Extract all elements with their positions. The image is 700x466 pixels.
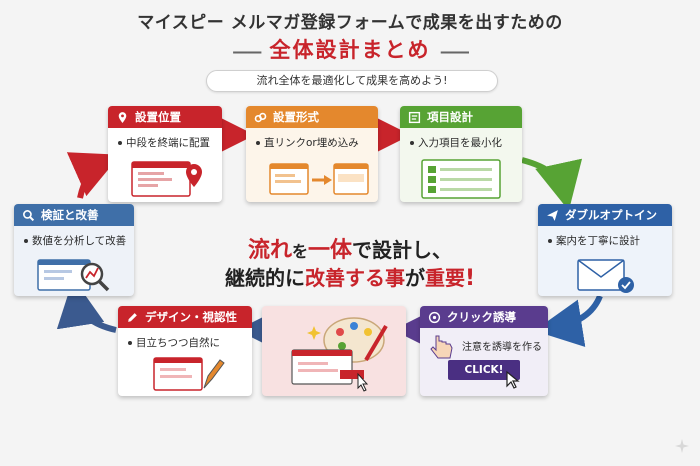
pencil-icon xyxy=(128,312,137,322)
center-continuous: 継続的に xyxy=(224,266,305,290)
step-header: 設置形式 xyxy=(246,106,378,128)
center-design: で設計し、 xyxy=(352,238,453,262)
step-detail-line: 中段を終端に配置 xyxy=(108,128,222,150)
subtitle-text: 流れ全体を最適化して成果を高めよう! xyxy=(256,74,448,87)
send-icon xyxy=(547,209,558,221)
step-title: デザイン・視認性 xyxy=(145,310,237,324)
step-title: 設置位置 xyxy=(135,110,181,124)
click-button: CLICK! xyxy=(448,360,520,380)
center-message-line1: 流れを一体で設計し、 xyxy=(0,232,700,264)
step-detail: 入力項目を最小化 xyxy=(418,137,502,149)
step-detail-line: 直リンクor埋め込み xyxy=(246,128,378,150)
arrow-8-1 xyxy=(66,152,121,199)
step-title: 項目設計 xyxy=(427,110,473,124)
step-title: 設置形式 xyxy=(273,110,319,124)
step-header: ダブルオプトイン xyxy=(538,204,672,226)
analytics-illustration xyxy=(37,259,110,292)
step-detail: 案内を丁寧に設計 xyxy=(556,235,640,247)
step-detail: 直リンクor埋め込み xyxy=(264,137,359,149)
step-detail: 数値を分析して改善 xyxy=(32,235,127,247)
paint-palette-icon xyxy=(291,317,388,392)
step-detail-line: 入力項目を最小化 xyxy=(400,128,522,150)
magnifier-icon xyxy=(23,209,35,221)
doc-pencil-illustration xyxy=(153,357,225,391)
checklist-illustration xyxy=(421,159,501,199)
link-icon xyxy=(254,112,267,122)
center-message-line2: 継続的に改善する事が重要! xyxy=(0,262,700,291)
center-important: 重要 xyxy=(424,266,465,290)
arrow-4-5 xyxy=(534,294,603,348)
step-title: ダブルオプトイン xyxy=(565,208,657,222)
center-bang: ! xyxy=(464,266,476,291)
center-improve: 改善する事 xyxy=(304,266,405,290)
step-header: 設置位置 xyxy=(108,106,222,128)
step-card-improve: 検証と改善 数値を分析して改善 xyxy=(14,204,134,296)
step-card-design-visual xyxy=(262,306,406,396)
step-card-fields: 項目設計 入力項目を最小化 xyxy=(400,106,522,202)
step-title: 検証と改善 xyxy=(41,208,99,222)
subtitle-pill: 流れ全体を最適化して成果を高めよう! xyxy=(206,70,498,92)
step-card-click: クリック誘導 注意を誘導を作る xyxy=(420,306,548,396)
step-card-visibility: デザイン・視認性 目立ちつつ自然に xyxy=(118,306,252,396)
cursor-icon xyxy=(506,370,520,389)
click-icon xyxy=(428,311,441,323)
form-icon xyxy=(408,111,421,123)
title-right-rule: —— xyxy=(439,42,470,61)
browser-map-illustration xyxy=(131,161,202,197)
step-detail-line: 数値を分析して改善 xyxy=(14,226,134,248)
title-line1: マイスピー メルマガ登録フォームで成果を出すための xyxy=(137,13,563,33)
step-detail-line: 注意を誘導を作る xyxy=(420,328,548,353)
title-main: 全体設計まとめ xyxy=(269,38,431,62)
hand-pointer-icon xyxy=(430,335,453,359)
sparkle-icon xyxy=(675,439,689,453)
step-detail: 目立ちつつ自然に xyxy=(136,337,220,349)
step-header: 検証と改善 xyxy=(14,204,134,226)
step-header: クリック誘導 xyxy=(420,306,548,328)
step-detail-line: 目立ちつつ自然に xyxy=(118,328,252,350)
center-o: を xyxy=(291,242,308,261)
embed-illustration xyxy=(269,163,369,195)
step-detail: 注意を誘導を作る xyxy=(462,342,542,353)
center-ittai: 一体 xyxy=(308,238,353,263)
map-pin-icon xyxy=(118,111,127,123)
step-card-format: 設置形式 直リンクor埋め込み xyxy=(246,106,378,202)
envelope-illustration xyxy=(577,259,634,293)
step-header: 項目設計 xyxy=(400,106,522,128)
arrow-7-8 xyxy=(56,278,117,333)
step-card-double-optin: ダブルオプトイン 案内を丁寧に設計 xyxy=(538,204,672,296)
arrow-3-4 xyxy=(521,157,583,211)
step-card-placement: 設置位置 中段を終端に配置 xyxy=(108,106,222,202)
step-detail: 中段を終端に配置 xyxy=(126,137,210,149)
title-left-rule: —— xyxy=(232,42,262,61)
title-line2: —— 全体設計まとめ —— xyxy=(0,34,700,64)
step-detail-line: 案内を丁寧に設計 xyxy=(538,226,672,248)
center-ga: が xyxy=(404,266,425,290)
step-header: デザイン・視認性 xyxy=(118,306,252,328)
step-title: クリック誘導 xyxy=(447,310,516,324)
center-flow: 流れ xyxy=(247,238,292,263)
